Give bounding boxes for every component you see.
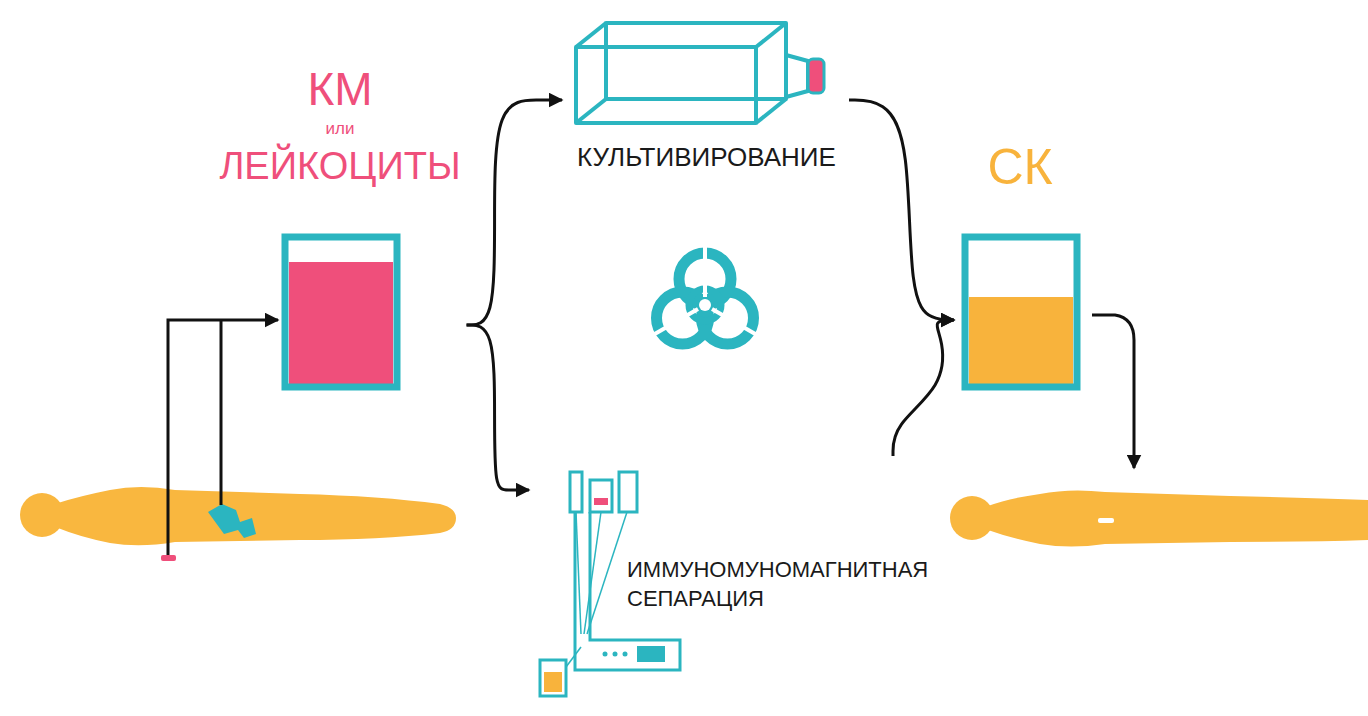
flow-arrow <box>467 100 562 325</box>
patient-head <box>20 493 64 537</box>
patient-body <box>988 490 1368 546</box>
node-label: КУЛЬТИВИРОВАНИЕ <box>577 143 836 172</box>
node-label: или <box>326 120 355 139</box>
patient-body <box>58 487 456 545</box>
node-label: КМ <box>307 64 372 115</box>
node-box: КМ илиЛЕЙКОЦИТЫ <box>213 58 466 403</box>
apheresis-device <box>208 504 256 538</box>
patient-head <box>950 496 994 540</box>
collection-line <box>220 320 223 505</box>
node-label: ЛЕЙКОЦИТЫ <box>219 146 460 188</box>
node-box: СК <box>954 134 1091 403</box>
beaker-icon <box>280 232 405 397</box>
node-box: ИММУНОМУНОМАГНИТНАЯ СЕПАРАЦИЯ <box>529 456 953 708</box>
infusion-line <box>1092 315 1134 468</box>
biohazard-symbol <box>653 245 757 344</box>
flow-arrow <box>893 320 954 456</box>
node-label: СК <box>987 140 1052 195</box>
infusion-mark <box>1098 518 1114 523</box>
culture-flask-icon <box>568 15 843 135</box>
node-label: ИММУНОМУНОМАГНИТНАЯ СЕПАРАЦИЯ <box>627 556 947 613</box>
flow-arrow <box>467 325 529 490</box>
collection-line <box>168 320 278 555</box>
flow-arrow <box>849 100 954 320</box>
puncture-mark <box>161 555 176 561</box>
beaker-icon <box>960 232 1085 397</box>
node-box: КУЛЬТИВИРОВАНИЕ <box>562 9 849 178</box>
